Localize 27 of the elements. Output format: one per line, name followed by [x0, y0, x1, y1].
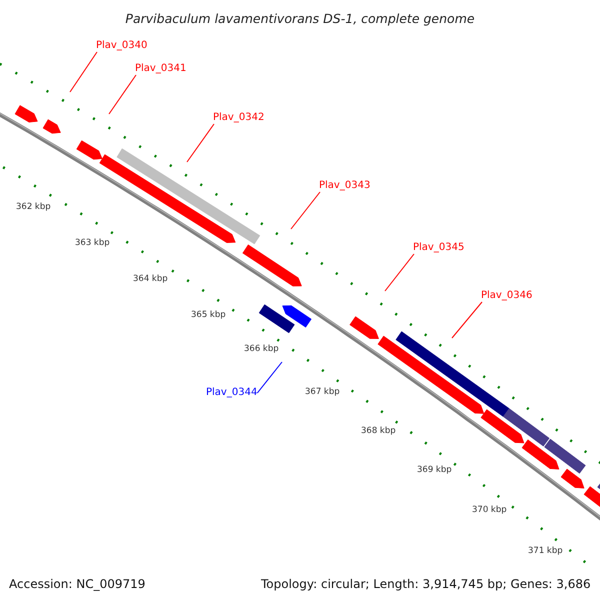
- gene-label: Plav_0340: [96, 40, 148, 52]
- tick-label: 362 kbp: [16, 201, 51, 214]
- gene-label: Plav_0345: [413, 242, 464, 254]
- tick-label: 363 kbp: [75, 237, 110, 250]
- tick-label: 367 kbp: [305, 386, 340, 399]
- footer-text: Topology: circular; Length: 3,914,745 bp; Genes: 3,686: [261, 576, 591, 593]
- tick-label: 368 kbp: [361, 425, 396, 438]
- leader-line: [108, 74, 136, 114]
- tick-label: 366 kbp: [244, 343, 279, 356]
- gene-label: Plav_0342: [213, 112, 264, 124]
- leader-line: [290, 192, 320, 230]
- gene-label: Plav_0344: [206, 387, 258, 399]
- tick-label: 371 kbp: [528, 545, 563, 558]
- tick-label: 369 kbp: [417, 464, 452, 477]
- leader-line: [384, 254, 414, 292]
- leader-line: [256, 362, 282, 394]
- title: Parvibaculum lavamentivorans DS-1, complete genome: [125, 10, 475, 28]
- leader-line: [70, 52, 98, 92]
- leader-line: [452, 302, 482, 338]
- gene-label: Plav_0343: [319, 180, 370, 192]
- gene-label: Plav_0341: [135, 63, 186, 75]
- leader-line: [186, 124, 214, 162]
- tick-label: 365 kbp: [191, 309, 226, 322]
- footer-text: Accession: NC_009719: [9, 576, 146, 593]
- tick-label: 364 kbp: [133, 273, 168, 286]
- gene-label: Plav_0346: [481, 290, 532, 302]
- tick-label: 370 kbp: [472, 504, 507, 517]
